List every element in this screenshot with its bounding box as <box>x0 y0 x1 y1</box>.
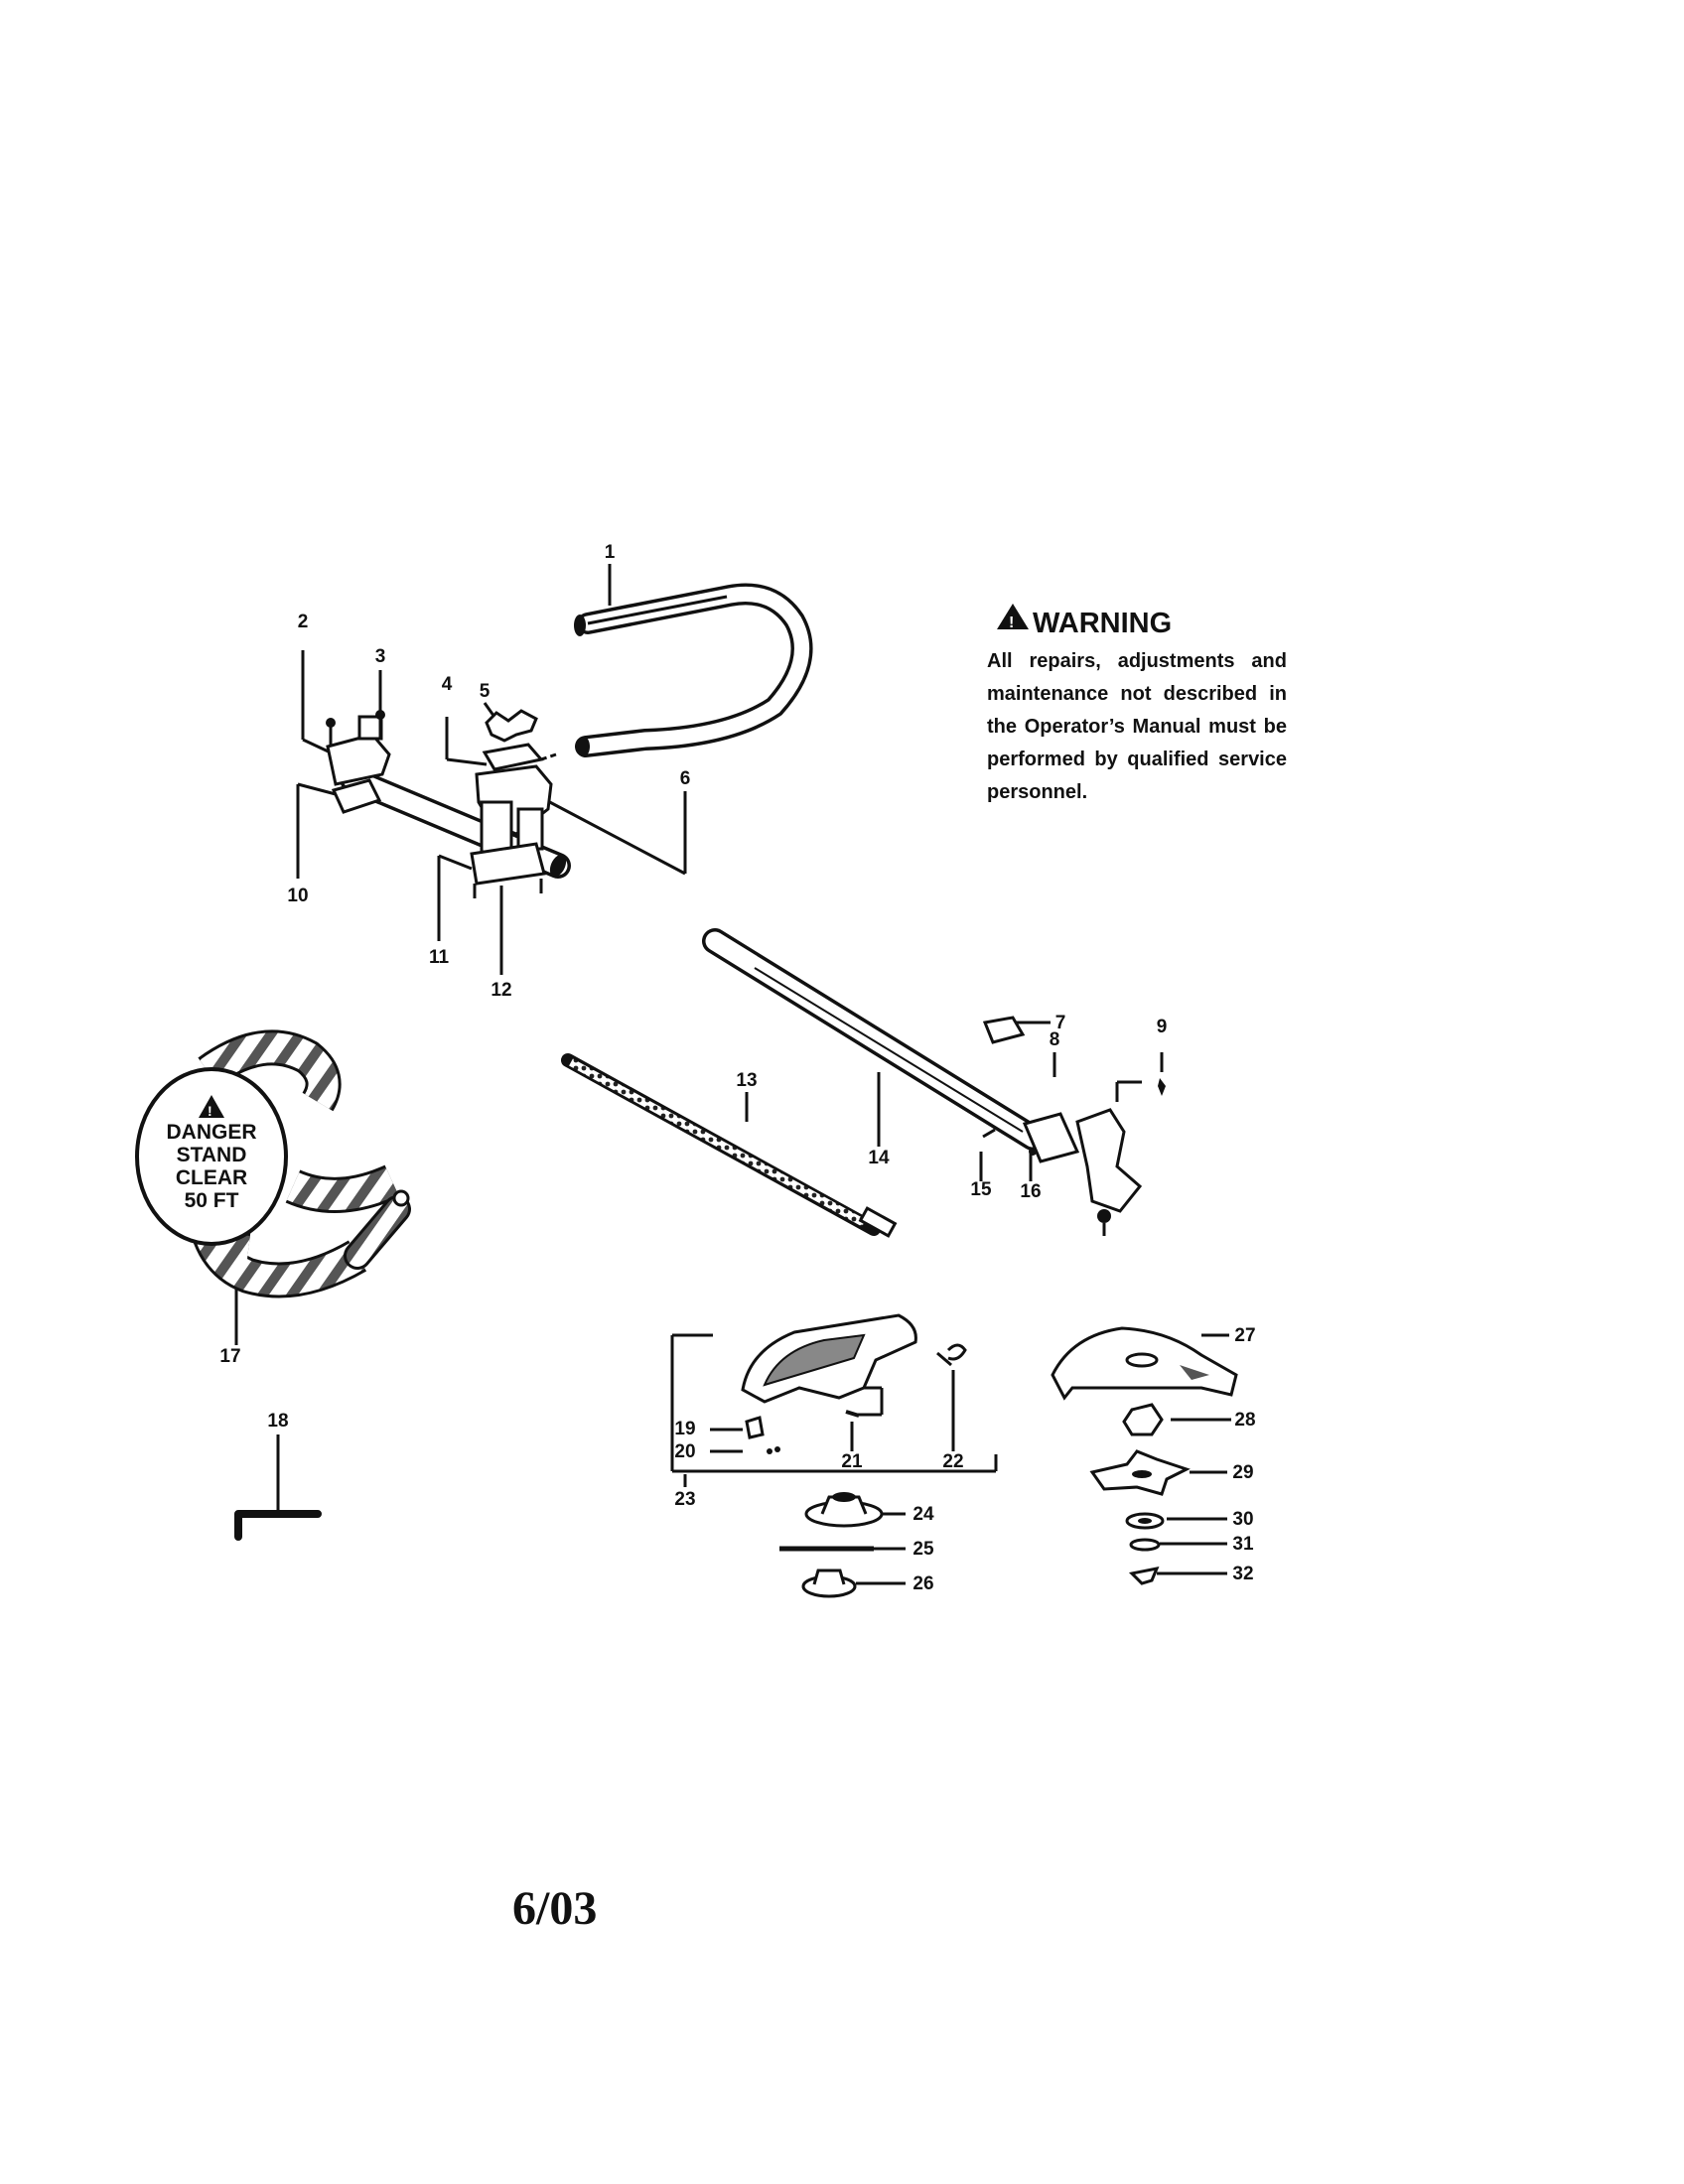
part-number-labels: 1 2 3 4 5 6 7 8 9 10 11 12 13 14 15 16 1… <box>219 542 1255 1594</box>
label-part-24: 24 <box>912 1504 934 1525</box>
label-part-15: 15 <box>970 1179 992 1200</box>
label-part-6: 6 <box>680 768 691 789</box>
warning-triangle-icon <box>199 1095 224 1118</box>
danger-tag-line-2: STAND <box>177 1144 247 1166</box>
label-part-27: 27 <box>1234 1325 1255 1346</box>
label-part-21: 21 <box>841 1451 863 1472</box>
flex-drive-shaft <box>561 1053 898 1238</box>
label-part-18: 18 <box>267 1411 288 1432</box>
warning-title: WARNING <box>1033 608 1173 639</box>
label-part-5: 5 <box>480 681 491 702</box>
label-part-30: 30 <box>1232 1509 1253 1530</box>
warning-text: All repairs, adjustments and maintenance… <box>987 650 1287 803</box>
leader-lines <box>234 564 1231 1585</box>
label-part-22: 22 <box>942 1451 963 1472</box>
svg-text:!: ! <box>1009 614 1014 631</box>
label-part-28: 28 <box>1234 1410 1255 1431</box>
label-part-8: 8 <box>1050 1029 1060 1050</box>
label-part-12: 12 <box>491 980 511 1001</box>
spool-assembly <box>779 1492 884 1598</box>
label-part-7: 7 <box>1055 1013 1066 1033</box>
label-part-32: 32 <box>1232 1564 1253 1584</box>
label-part-20: 20 <box>674 1441 695 1462</box>
label-part-1: 1 <box>605 542 616 563</box>
label-part-11: 11 <box>429 947 450 968</box>
danger-tag-line-4: 50 FT <box>185 1189 239 1212</box>
trimmer-guard <box>741 1313 967 1454</box>
label-part-14: 14 <box>868 1148 890 1168</box>
drive-tube-assembly <box>702 928 1166 1236</box>
label-part-9: 9 <box>1157 1017 1168 1037</box>
hex-key <box>234 1510 322 1541</box>
label-part-16: 16 <box>1020 1181 1041 1202</box>
label-part-13: 13 <box>736 1070 757 1091</box>
label-part-26: 26 <box>912 1573 933 1594</box>
loop-handle <box>540 583 813 761</box>
blade-assembly <box>1051 1326 1238 1585</box>
warning-icon: ! <box>997 604 1029 631</box>
label-part-25: 25 <box>912 1539 934 1560</box>
shoulder-strap: ! DANGER STAND CLEAR 50 FT <box>135 1029 411 1298</box>
label-part-4: 4 <box>442 674 453 695</box>
svg-text:!: ! <box>208 1103 212 1119</box>
label-part-3: 3 <box>375 646 386 667</box>
label-part-17: 17 <box>219 1346 240 1367</box>
handle-bar-assembly <box>326 709 571 901</box>
label-part-2: 2 <box>298 612 309 632</box>
label-part-19: 19 <box>674 1419 695 1439</box>
date-code: 6/03 <box>512 1882 598 1935</box>
label-part-10: 10 <box>287 886 308 906</box>
danger-tag-line-3: CLEAR <box>176 1166 247 1189</box>
label-part-29: 29 <box>1232 1462 1253 1483</box>
danger-tag <box>135 1067 288 1246</box>
danger-tag-line-1: DANGER <box>166 1121 256 1144</box>
label-part-31: 31 <box>1232 1534 1254 1555</box>
label-part-23: 23 <box>674 1489 695 1510</box>
